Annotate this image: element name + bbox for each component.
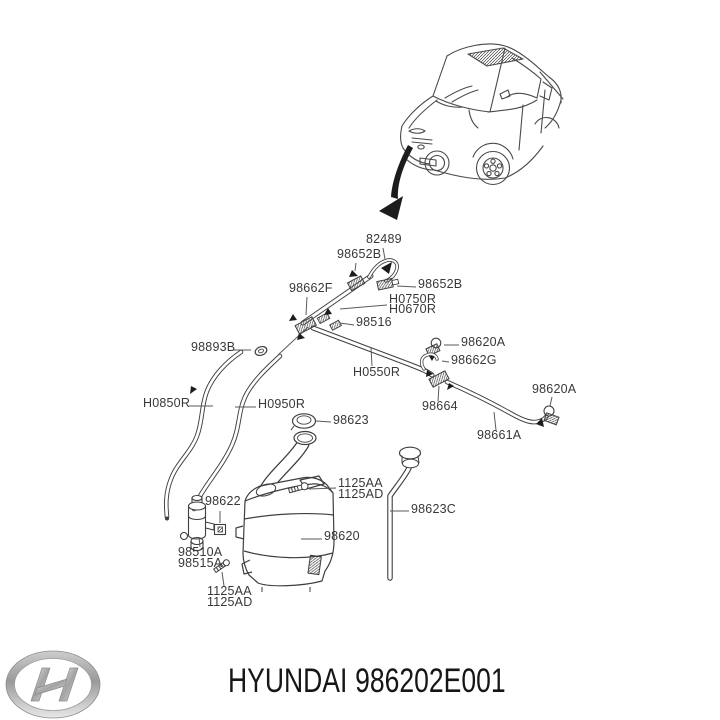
part-label-1125ad-right: 1125AD <box>338 487 384 501</box>
part-label-1125aa-bottom: 1125AA <box>207 584 252 598</box>
part-label-1125aa-right: 1125AA <box>338 476 383 490</box>
nozzle-hose-loop-82489 <box>367 258 399 283</box>
part-label-1125ad-bottom: 1125AD <box>207 595 253 609</box>
part-label-98516: 98516 <box>356 315 392 329</box>
check-valve-98620a-upper <box>425 337 442 361</box>
hose-h0850r <box>163 349 244 521</box>
part-label-h0750r: H0750R <box>389 292 437 306</box>
part-label-98652b-right: 98652B <box>418 277 463 291</box>
location-arrow-icon <box>379 145 413 220</box>
part-label-98893b: 98893B <box>191 340 236 354</box>
brand-name: HYUNDAI <box>228 662 348 700</box>
part-label-98623: 98623 <box>333 413 369 427</box>
part-number: 986202E001 <box>355 662 506 700</box>
part-label-98620a-upper: 98620A <box>461 335 506 349</box>
connector-98664 <box>426 370 454 390</box>
part-label-98510a: 98510A <box>178 545 223 559</box>
part-label-h0950r: H0950R <box>258 397 306 411</box>
connector-98662f <box>294 316 317 335</box>
elbow-98662g <box>419 352 439 371</box>
part-label-h0670r: H0670R <box>389 302 437 316</box>
part-label-98662g: 98662G <box>451 353 497 367</box>
part-label-98622: 98622 <box>205 494 241 508</box>
nozzle-right-98652b <box>376 277 400 291</box>
filler-tube-98623c <box>387 446 422 581</box>
leader-lines <box>189 247 553 587</box>
washer-pump-98510a <box>179 494 215 552</box>
clip-98622 <box>213 523 227 536</box>
hose-h0550r <box>310 325 435 378</box>
part-label-82489: 82489 <box>366 232 402 246</box>
part-label-h0850r: H0850R <box>143 396 191 410</box>
part-label-98620: 98620 <box>324 529 360 543</box>
part-label-98661a: 98661A <box>477 428 522 442</box>
nozzle-left-98652b <box>346 270 366 292</box>
vehicle-illustration <box>400 43 564 186</box>
part-label-98662f: 98662F <box>289 281 333 295</box>
attach-arrow-82489 <box>381 262 392 274</box>
part-label-98515a: 98515A <box>178 556 223 570</box>
bolt-1125aa-bottom <box>213 559 230 574</box>
part-label-98620a-right: 98620A <box>532 382 577 396</box>
filler-cap-98623 <box>290 413 317 431</box>
part-label-98652b-top: 98652B <box>337 247 382 261</box>
reservoir-98620 <box>235 475 335 592</box>
connector-98516 <box>289 308 342 340</box>
attach-arrow-h0850r <box>190 386 197 394</box>
pump-grommet-98515a <box>190 536 204 552</box>
part-label-h0550r: H0550R <box>353 365 401 379</box>
check-valve-98620a-right <box>536 405 560 427</box>
part-label-98664: 98664 <box>422 399 458 413</box>
bolt-1125aa-right <box>287 482 309 494</box>
grommet-98893b <box>254 345 268 357</box>
hyundai-h-glyph <box>30 667 79 702</box>
hyundai-logo <box>5 650 101 719</box>
part-label-98623c: 98623C <box>411 502 456 516</box>
